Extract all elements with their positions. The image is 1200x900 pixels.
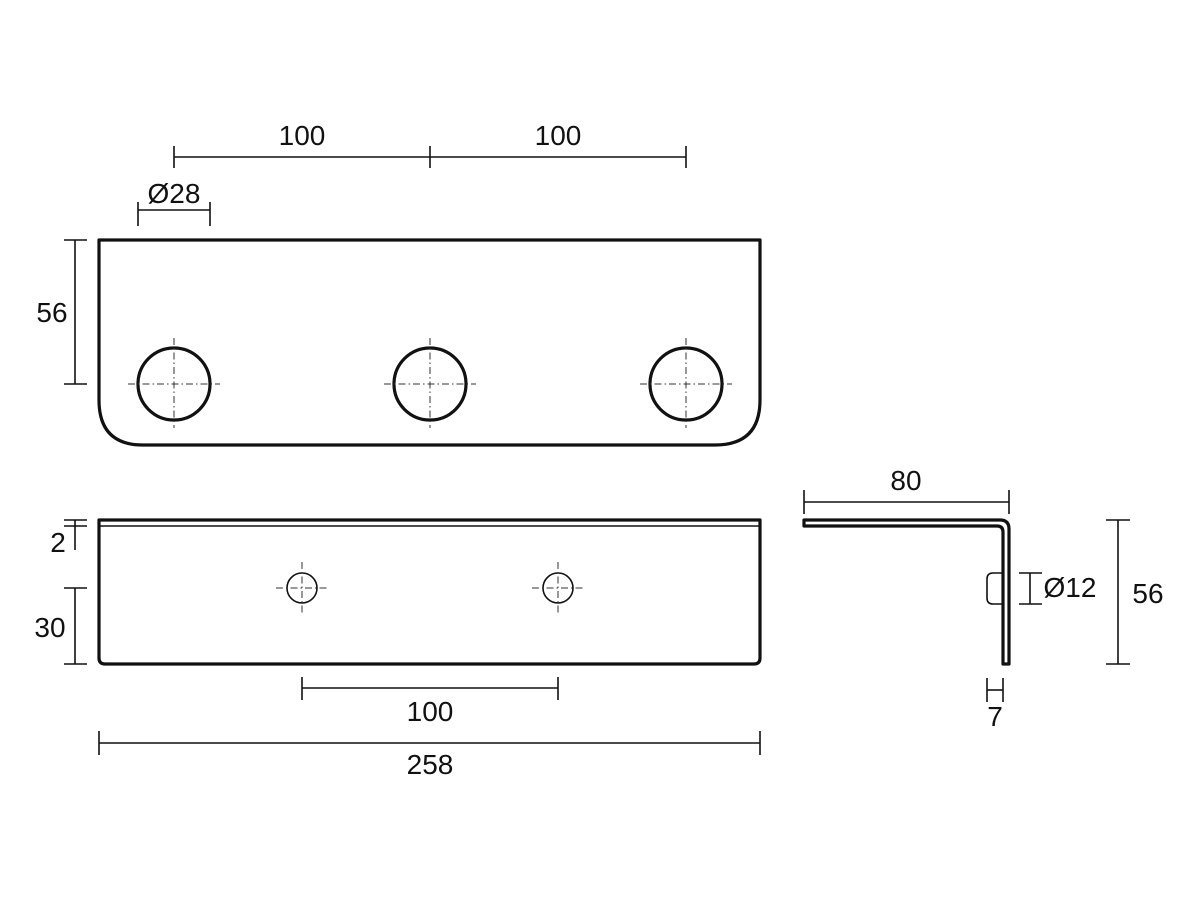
- dimension-hole-spacing-top: [173, 146, 687, 168]
- dimension-thickness: [64, 519, 87, 550]
- dim-label-offset: 7: [987, 701, 1003, 732]
- front-view-outline: [97, 518, 762, 666]
- top-view: 100 100 Ø28 56: [36, 120, 762, 447]
- front-view: 2 30 100 258: [34, 518, 762, 780]
- large-hole-center-lines: [128, 338, 732, 428]
- dim-label-thickness: 2: [50, 527, 66, 558]
- dim-label-hole-height: 30: [34, 612, 65, 643]
- dimension-top-height: [64, 239, 87, 385]
- dim-label-total-length: 258: [407, 749, 454, 780]
- dimension-flange-length: [803, 490, 1010, 514]
- dimension-hole-spacing-front: [301, 677, 559, 700]
- dimension-small-hole-diameter: [1019, 572, 1042, 605]
- side-view: 80 Ø12 56 7: [802, 465, 1164, 732]
- side-view-bolt-head: [986, 572, 1003, 605]
- dim-label-small-hole-diameter: Ø12: [1044, 572, 1097, 603]
- dimension-side-height: [1106, 519, 1130, 665]
- dim-label-spacing-right: 100: [535, 120, 582, 151]
- dimension-total-length: [98, 731, 761, 755]
- dim-label-spacing-left: 100: [279, 120, 326, 151]
- dimension-hole-height: [64, 587, 87, 665]
- dim-label-flange-length: 80: [890, 465, 921, 496]
- dim-label-top-height: 56: [36, 297, 67, 328]
- dim-label-hole-spacing-front: 100: [407, 696, 454, 727]
- side-view-profile: [802, 518, 1011, 666]
- dimension-hole-diameter: [137, 202, 211, 226]
- top-view-outline: [97, 238, 762, 447]
- dim-label-side-height: 56: [1132, 578, 1163, 609]
- dim-label-hole-diameter: Ø28: [148, 178, 201, 209]
- small-hole-center-lines: [276, 562, 584, 614]
- dimension-offset: [986, 678, 1004, 702]
